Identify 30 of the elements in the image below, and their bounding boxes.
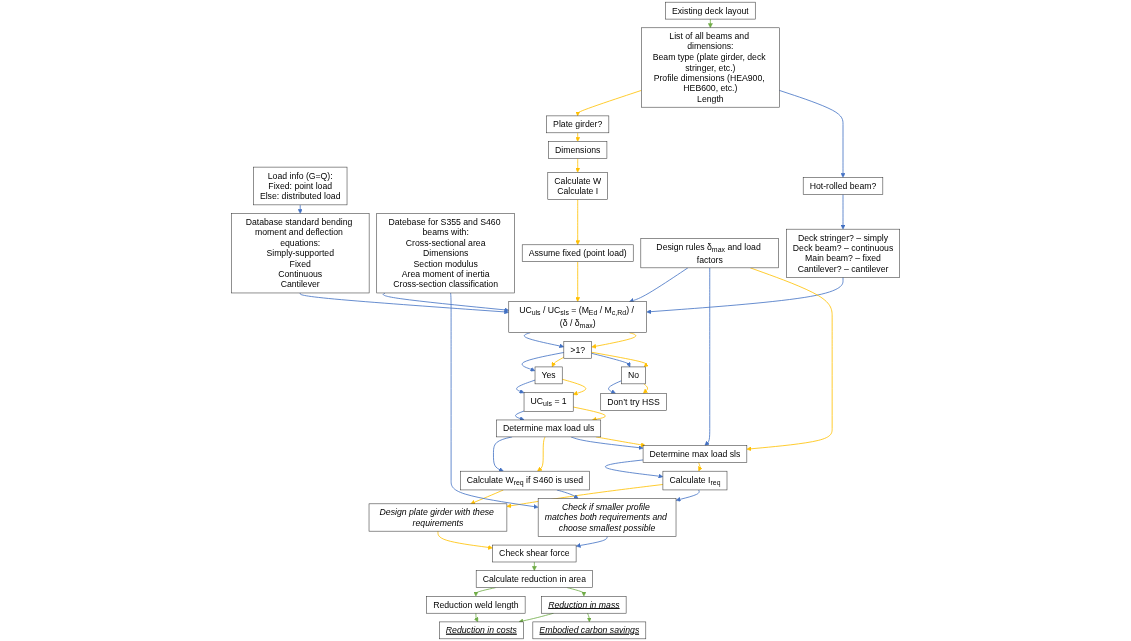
- node-box: Check if smaller profile matches both requirements and choose smallest possible: [537, 498, 677, 537]
- node-box: Dimensions: [548, 141, 608, 159]
- node-box: Calculate I$_{req}$: [662, 470, 728, 491]
- node-box: Datebase for S355 and S460 beams with: Cross-sectional area Dimensions Section modulus Area moment of inertia Cross-section classification: [376, 213, 515, 294]
- node-box: Reduction in costs: [439, 621, 524, 640]
- node-box: Database standard bending moment and deflection equations: Simply-supported Fixed Continuous Cantilever: [231, 213, 370, 294]
- node-box: Check shear force: [492, 544, 577, 563]
- node-box: UC$_{uls}$ / UC$_{sls}$ = (M$_{Ed}$ / M$_{c,Rd}$) / (δ / δ$_{max}$): [508, 301, 647, 333]
- node-box: Existing deck layout: [665, 1, 756, 20]
- node-box: UC$_{uls}$ = 1: [523, 392, 574, 412]
- node-box: Calculate W$_{req}$ if S460 is used: [460, 470, 590, 491]
- node-box: Reduction weld length: [426, 596, 526, 614]
- node-box: List of all beams and dimensions: Beam type (plate girder, deck stringer, etc.) Profile dimensions (HEA900, HEB600, etc.) Length: [641, 27, 780, 108]
- node-box: Design rules δ$_{max}$ and load factors: [640, 238, 779, 269]
- node-box: Determine max load sls: [642, 445, 748, 463]
- node-box: Determine max load uls: [496, 419, 601, 438]
- node-box: Design plate girder with these requirements: [368, 503, 508, 532]
- node-box: Load info (G=Q): Fixed: point load Else: distributed load: [253, 166, 348, 206]
- node-box: Calculate reduction in area: [475, 570, 593, 588]
- node-box: Calculate W Calculate I: [547, 172, 608, 200]
- node-box: Reduction in mass: [541, 596, 627, 614]
- node-box: Embodied carbon savings: [532, 621, 647, 640]
- node-box: Deck stringer? – simply Deck beam? – continuous Main beam? – fixed Cantilever? – cantilever: [786, 228, 900, 278]
- node-box: Yes: [534, 366, 563, 385]
- node-box: Hot-rolled beam?: [802, 177, 884, 195]
- node-box: >1?: [563, 341, 592, 359]
- node-box: Don’t try HSS: [600, 393, 667, 411]
- node-box: No: [621, 366, 646, 385]
- node-box: Plate girder?: [546, 115, 610, 134]
- node-box: Assume fixed (point load): [521, 244, 634, 262]
